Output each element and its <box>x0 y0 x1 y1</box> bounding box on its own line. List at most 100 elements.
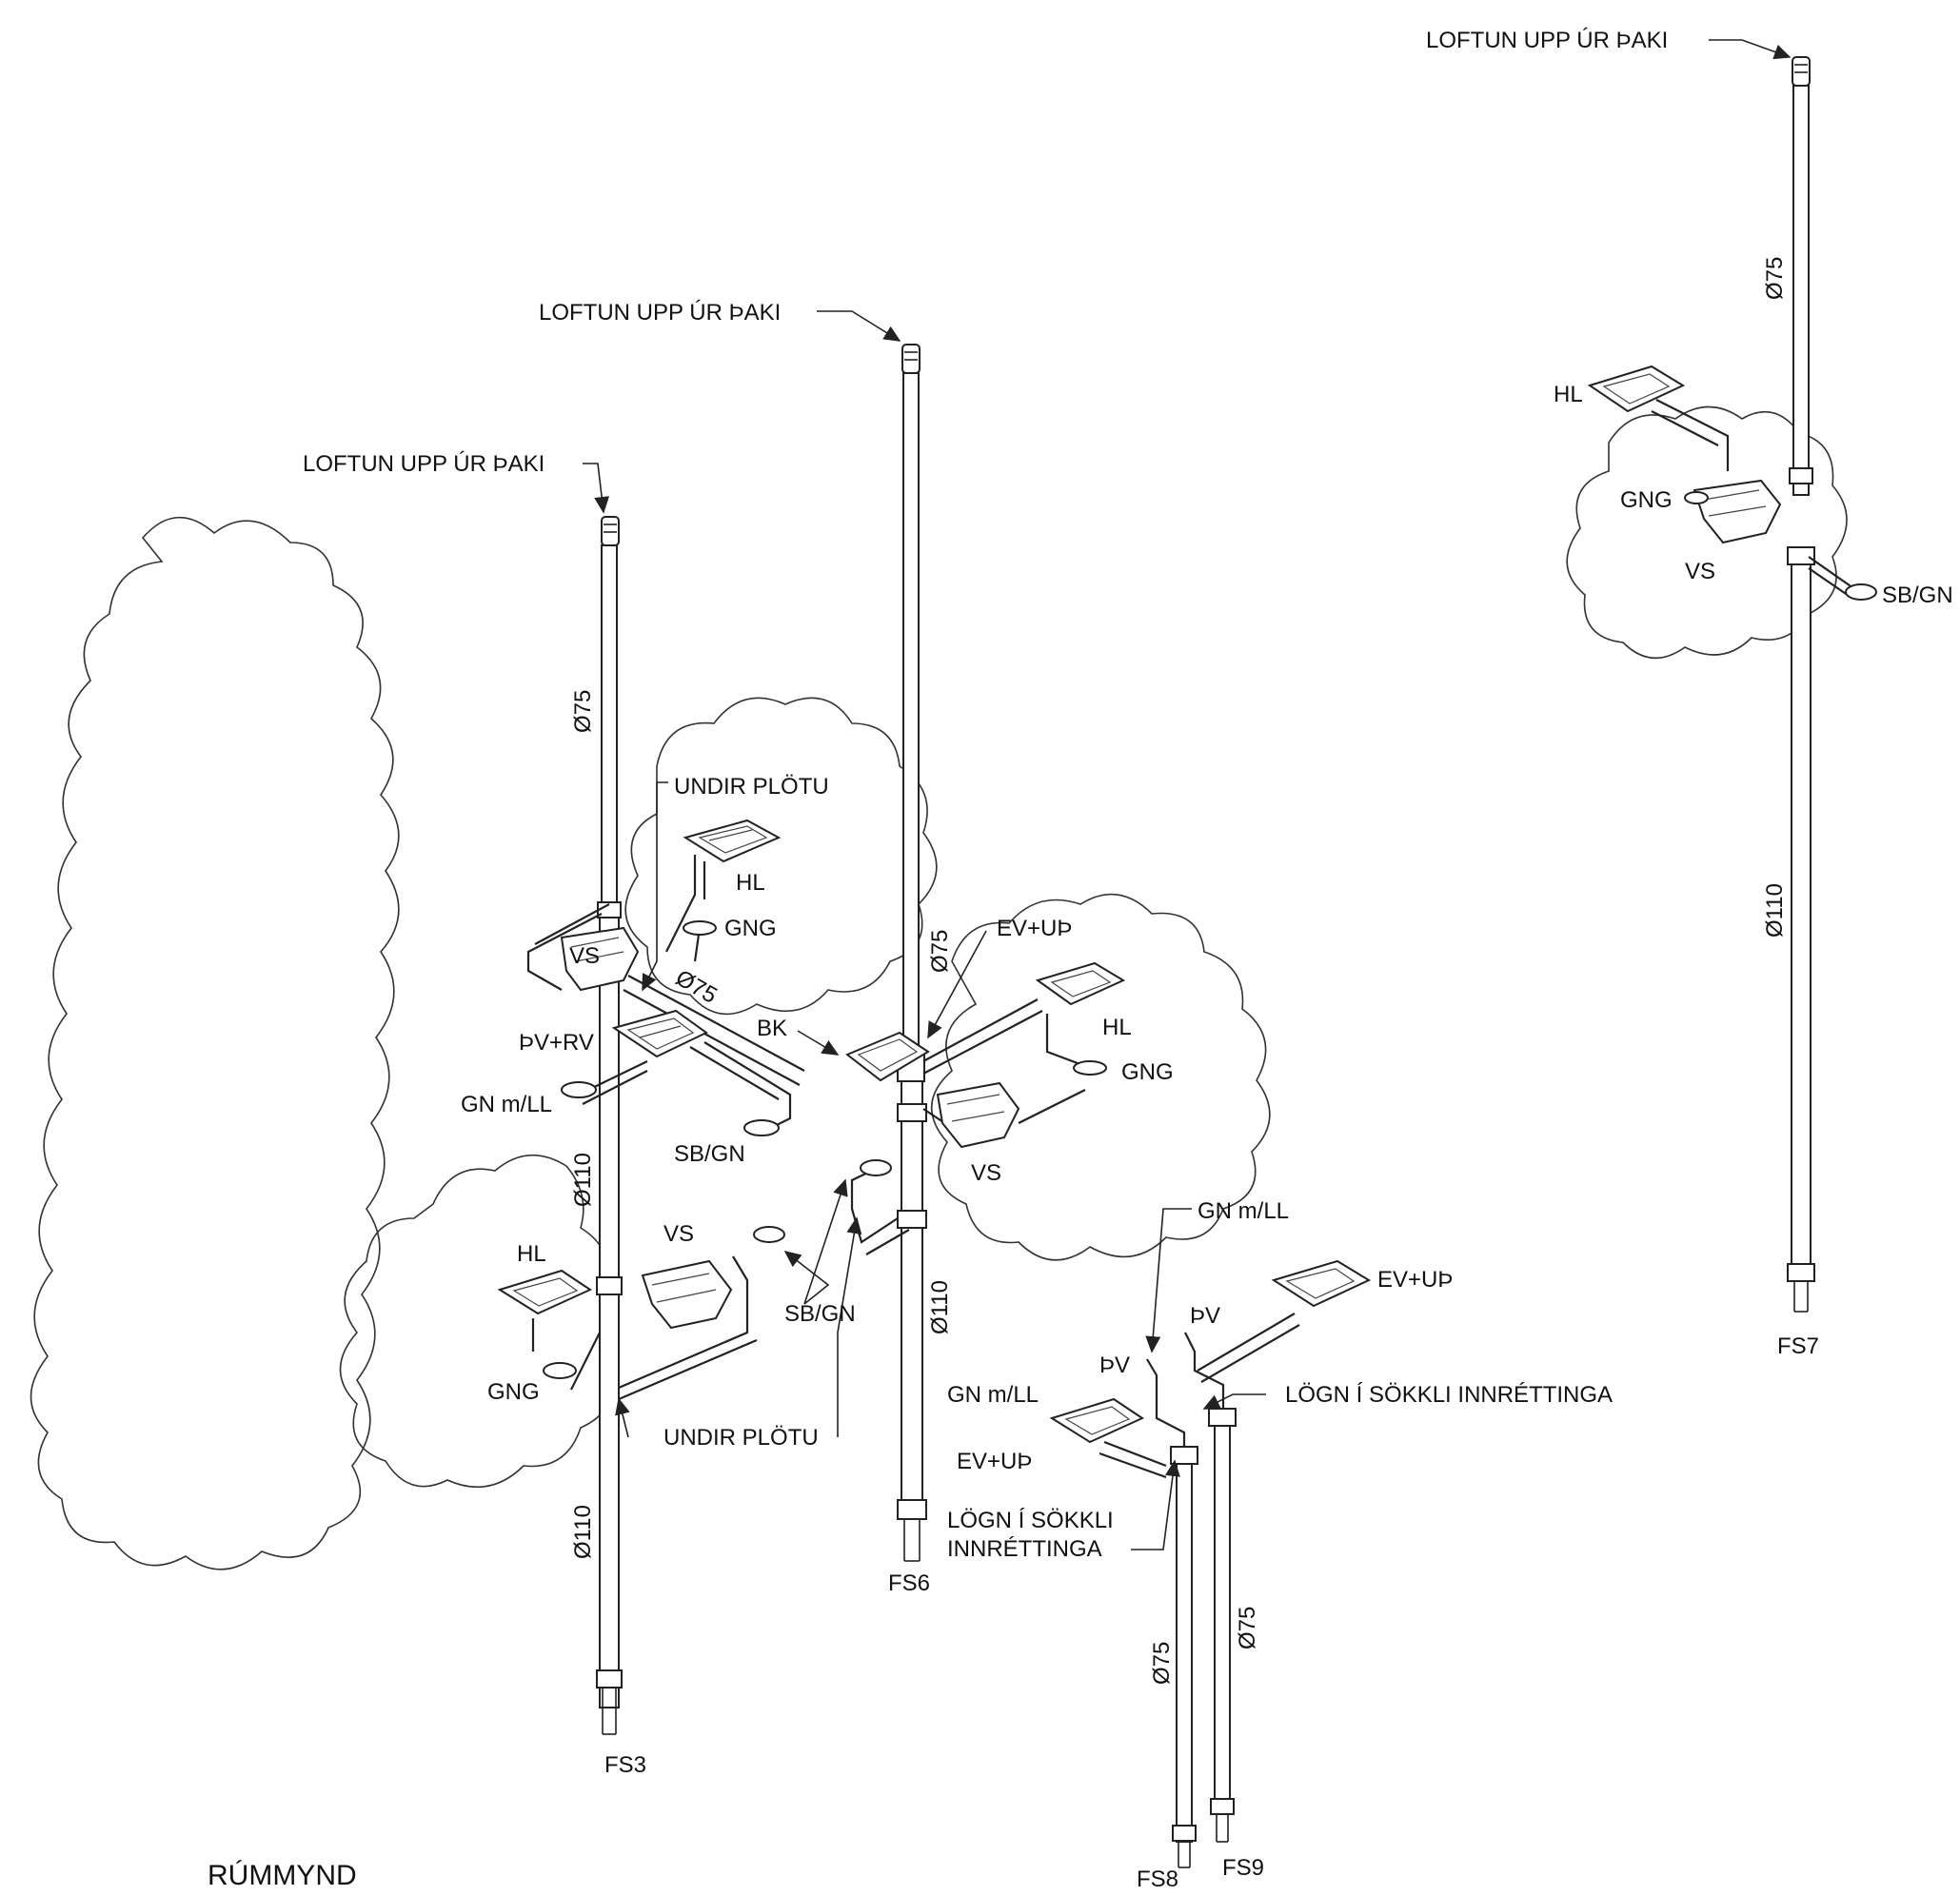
washbasin-hl-top-icon <box>683 819 782 863</box>
fs6-fitting-bottom <box>897 1499 927 1520</box>
toilet-vs-low-icon <box>641 1259 733 1330</box>
branch-vs-top <box>526 913 603 991</box>
branch-fs9-ev <box>1197 1313 1296 1372</box>
fs9-fitting-top <box>1208 1408 1237 1427</box>
label-sb-gn-low: SB/GN <box>784 1301 856 1327</box>
toilet-vs-fs7-icon <box>1693 479 1782 544</box>
fs3-pipe-d75 <box>601 544 618 908</box>
floor-drain-gng-right-icon <box>1073 1060 1107 1076</box>
label-gng-low: GNG <box>487 1379 540 1405</box>
washbasin-ev-up-fs9-icon <box>1271 1259 1372 1308</box>
branch-d75-to-bk <box>627 975 805 1072</box>
label-vs-top: VS <box>569 943 600 969</box>
fs7-fitting-bottom <box>1787 1263 1815 1282</box>
fs9-fitting-bottom <box>1210 1798 1235 1815</box>
fs8-fitting-bottom <box>1172 1825 1197 1842</box>
floor-drain-gng-fs7-icon <box>1684 491 1709 504</box>
fs3-pipe-d110 <box>599 917 620 1708</box>
label-gn-mll-left: GN m/LL <box>461 1092 552 1117</box>
label-d110-fs7: Ø110 <box>1762 883 1788 938</box>
floor-drain-gn-mll-left-icon <box>561 1081 597 1098</box>
branch-sbgn-low <box>850 1168 899 1244</box>
stack-fs7 <box>1787 56 1815 1313</box>
fs6-pipe-d75 <box>902 372 920 1059</box>
branch-fs8-riser <box>1146 1358 1186 1447</box>
label-ev-up-fs9: EV+UÞ <box>1377 1267 1453 1293</box>
fs6-vent-cap-icon <box>901 344 921 374</box>
fs7-vent-cap-icon <box>1792 56 1811 87</box>
label-logn-fs8-line2: INNRÉTTINGA <box>947 1536 1102 1562</box>
label-fs6: FS6 <box>888 1570 930 1596</box>
fixtures <box>497 365 1877 1444</box>
label-hl-fs7: HL <box>1554 382 1583 407</box>
label-vent-fs6: LOFTUN UPP ÚR ÞAKI <box>539 300 781 326</box>
drawing-title: RÚMMYND <box>208 1860 357 1891</box>
toilet-vs-top-icon <box>560 926 640 992</box>
stack-fs3 <box>596 516 623 1735</box>
floor-drain-sb-gn-mid-icon <box>743 1119 780 1136</box>
label-d75-fs7: Ø75 <box>1762 257 1788 300</box>
washbasin-hl-right-icon <box>1035 961 1126 1006</box>
label-pv-fs8: ÞV <box>1099 1353 1130 1378</box>
fs6-fitting-vs <box>897 1103 927 1122</box>
fs3-fitting-low <box>596 1276 623 1295</box>
label-bk: BK <box>757 1016 787 1041</box>
fs7-pipe-d75 <box>1792 85 1810 496</box>
floor-drain-gng-low-icon <box>543 1362 577 1379</box>
revision-cloud-lower-left <box>339 1154 620 1488</box>
label-gng-top: GNG <box>724 916 777 941</box>
branch-fs8-ev <box>1103 1440 1167 1468</box>
branch-lower-fs3 <box>618 1255 749 1390</box>
label-d110-fs3-lower: Ø110 <box>570 1505 596 1559</box>
label-logn-fs9: LÖGN Í SÖKKLI INNRÉTTINGA <box>1285 1382 1613 1408</box>
fs3-vent-cap-icon <box>601 516 620 546</box>
stack-fs6 <box>897 344 927 1562</box>
label-undir-plotu-top: UNDIR PLÖTU <box>674 774 829 800</box>
revision-cloud-large-left <box>30 516 400 1570</box>
label-d75-fs6: Ø75 <box>927 930 953 973</box>
label-fs9: FS9 <box>1222 1855 1264 1881</box>
stack-fs8 <box>1170 1446 1198 1868</box>
label-logn-fs8-line1: LÖGN Í SÖKKLI <box>947 1508 1114 1533</box>
washbasin-hl-low-icon <box>497 1269 593 1315</box>
label-sb-gn-mid: SB/GN <box>674 1141 745 1167</box>
label-hl-low: HL <box>517 1241 546 1267</box>
label-d75-fs3: Ø75 <box>570 690 596 733</box>
floor-drain-sb-gn-low-icon <box>860 1159 892 1176</box>
revision-cloud-top-branch <box>624 697 938 1016</box>
label-gng-fs7: GNG <box>1620 487 1673 513</box>
label-vent-fs7: LOFTUN UPP ÚR ÞAKI <box>1426 28 1668 53</box>
label-fs3: FS3 <box>604 1752 646 1778</box>
branch-vs-right <box>1018 1089 1086 1124</box>
label-vs-right: VS <box>971 1160 1001 1186</box>
fs9-pipe <box>1214 1422 1231 1814</box>
fs7-fitting-a <box>1789 467 1813 484</box>
washbasin-ev-up-fs8-icon <box>1049 1397 1145 1444</box>
stack-fs9 <box>1208 1408 1237 1843</box>
label-hl-right: HL <box>1102 1015 1132 1040</box>
label-undir-plotu-bottom: UNDIR PLÖTU <box>663 1425 819 1451</box>
branch-right-hl <box>922 998 1039 1062</box>
label-fs8: FS8 <box>1137 1866 1178 1892</box>
branch-hl-top <box>665 855 697 953</box>
fs7-pipe-d110 <box>1791 563 1812 1270</box>
floor-drain-sb-gn-fs7-icon <box>1845 583 1877 601</box>
label-ev-up-fs8: EV+UÞ <box>957 1449 1032 1474</box>
label-d75-fs9: Ø75 <box>1235 1607 1260 1649</box>
fs6-fitting-sb <box>897 1210 927 1229</box>
label-gn-mll-fs8: GN m/LL <box>947 1382 1039 1408</box>
branch-fs9-riser <box>1184 1332 1225 1409</box>
label-d110-fs6: Ø110 <box>927 1280 953 1334</box>
label-sb-gn-fs7: SB/GN <box>1882 583 1953 608</box>
branch-fs7-hl <box>1655 399 1730 471</box>
washbasin-hl-fs7-icon <box>1587 365 1686 413</box>
sink-bk-icon <box>845 1031 930 1082</box>
washbasin-pv-rv-icon <box>611 1009 708 1058</box>
fs6-pipe-d110 <box>901 1080 923 1501</box>
label-vs-fs7: VS <box>1685 559 1715 584</box>
branch-fs7-sbgn <box>1808 556 1857 591</box>
label-vs-low: VS <box>663 1221 694 1247</box>
toilet-vs-right-icon <box>936 1081 1020 1149</box>
